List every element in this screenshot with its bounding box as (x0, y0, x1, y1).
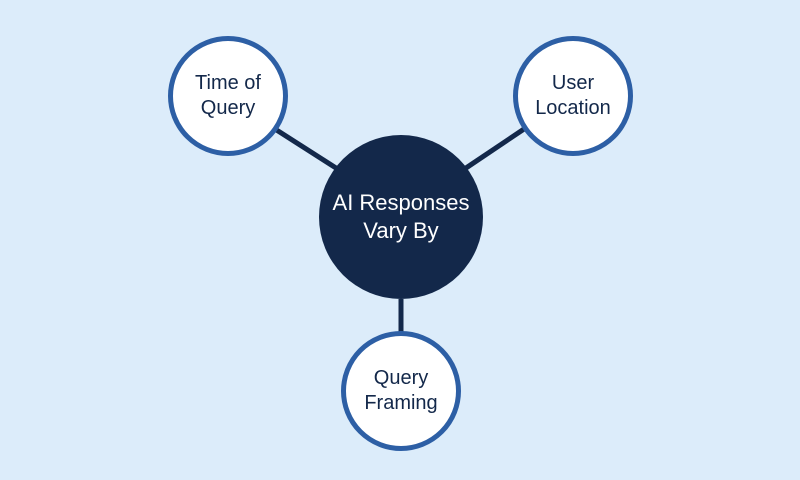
node-time-line-2: Query (200, 97, 256, 119)
node-location-line-2: Location (535, 97, 611, 119)
center-node: AI Responses Vary By (319, 135, 483, 299)
center-node-line-1: AI Responses (332, 190, 470, 215)
center-node-line-2: Vary By (363, 218, 439, 243)
node-query-framing: Query Framing (341, 331, 461, 451)
node-time-line-1: Time of (195, 72, 261, 94)
node-user-location: User Location (513, 36, 633, 156)
node-framing-line-1: Query (373, 367, 429, 389)
node-time-of-query: Time of Query (168, 36, 288, 156)
node-location-line-1: User (551, 72, 595, 94)
connector-location (464, 126, 526, 171)
connector-time (273, 126, 338, 171)
node-framing-line-2: Framing (364, 392, 438, 414)
